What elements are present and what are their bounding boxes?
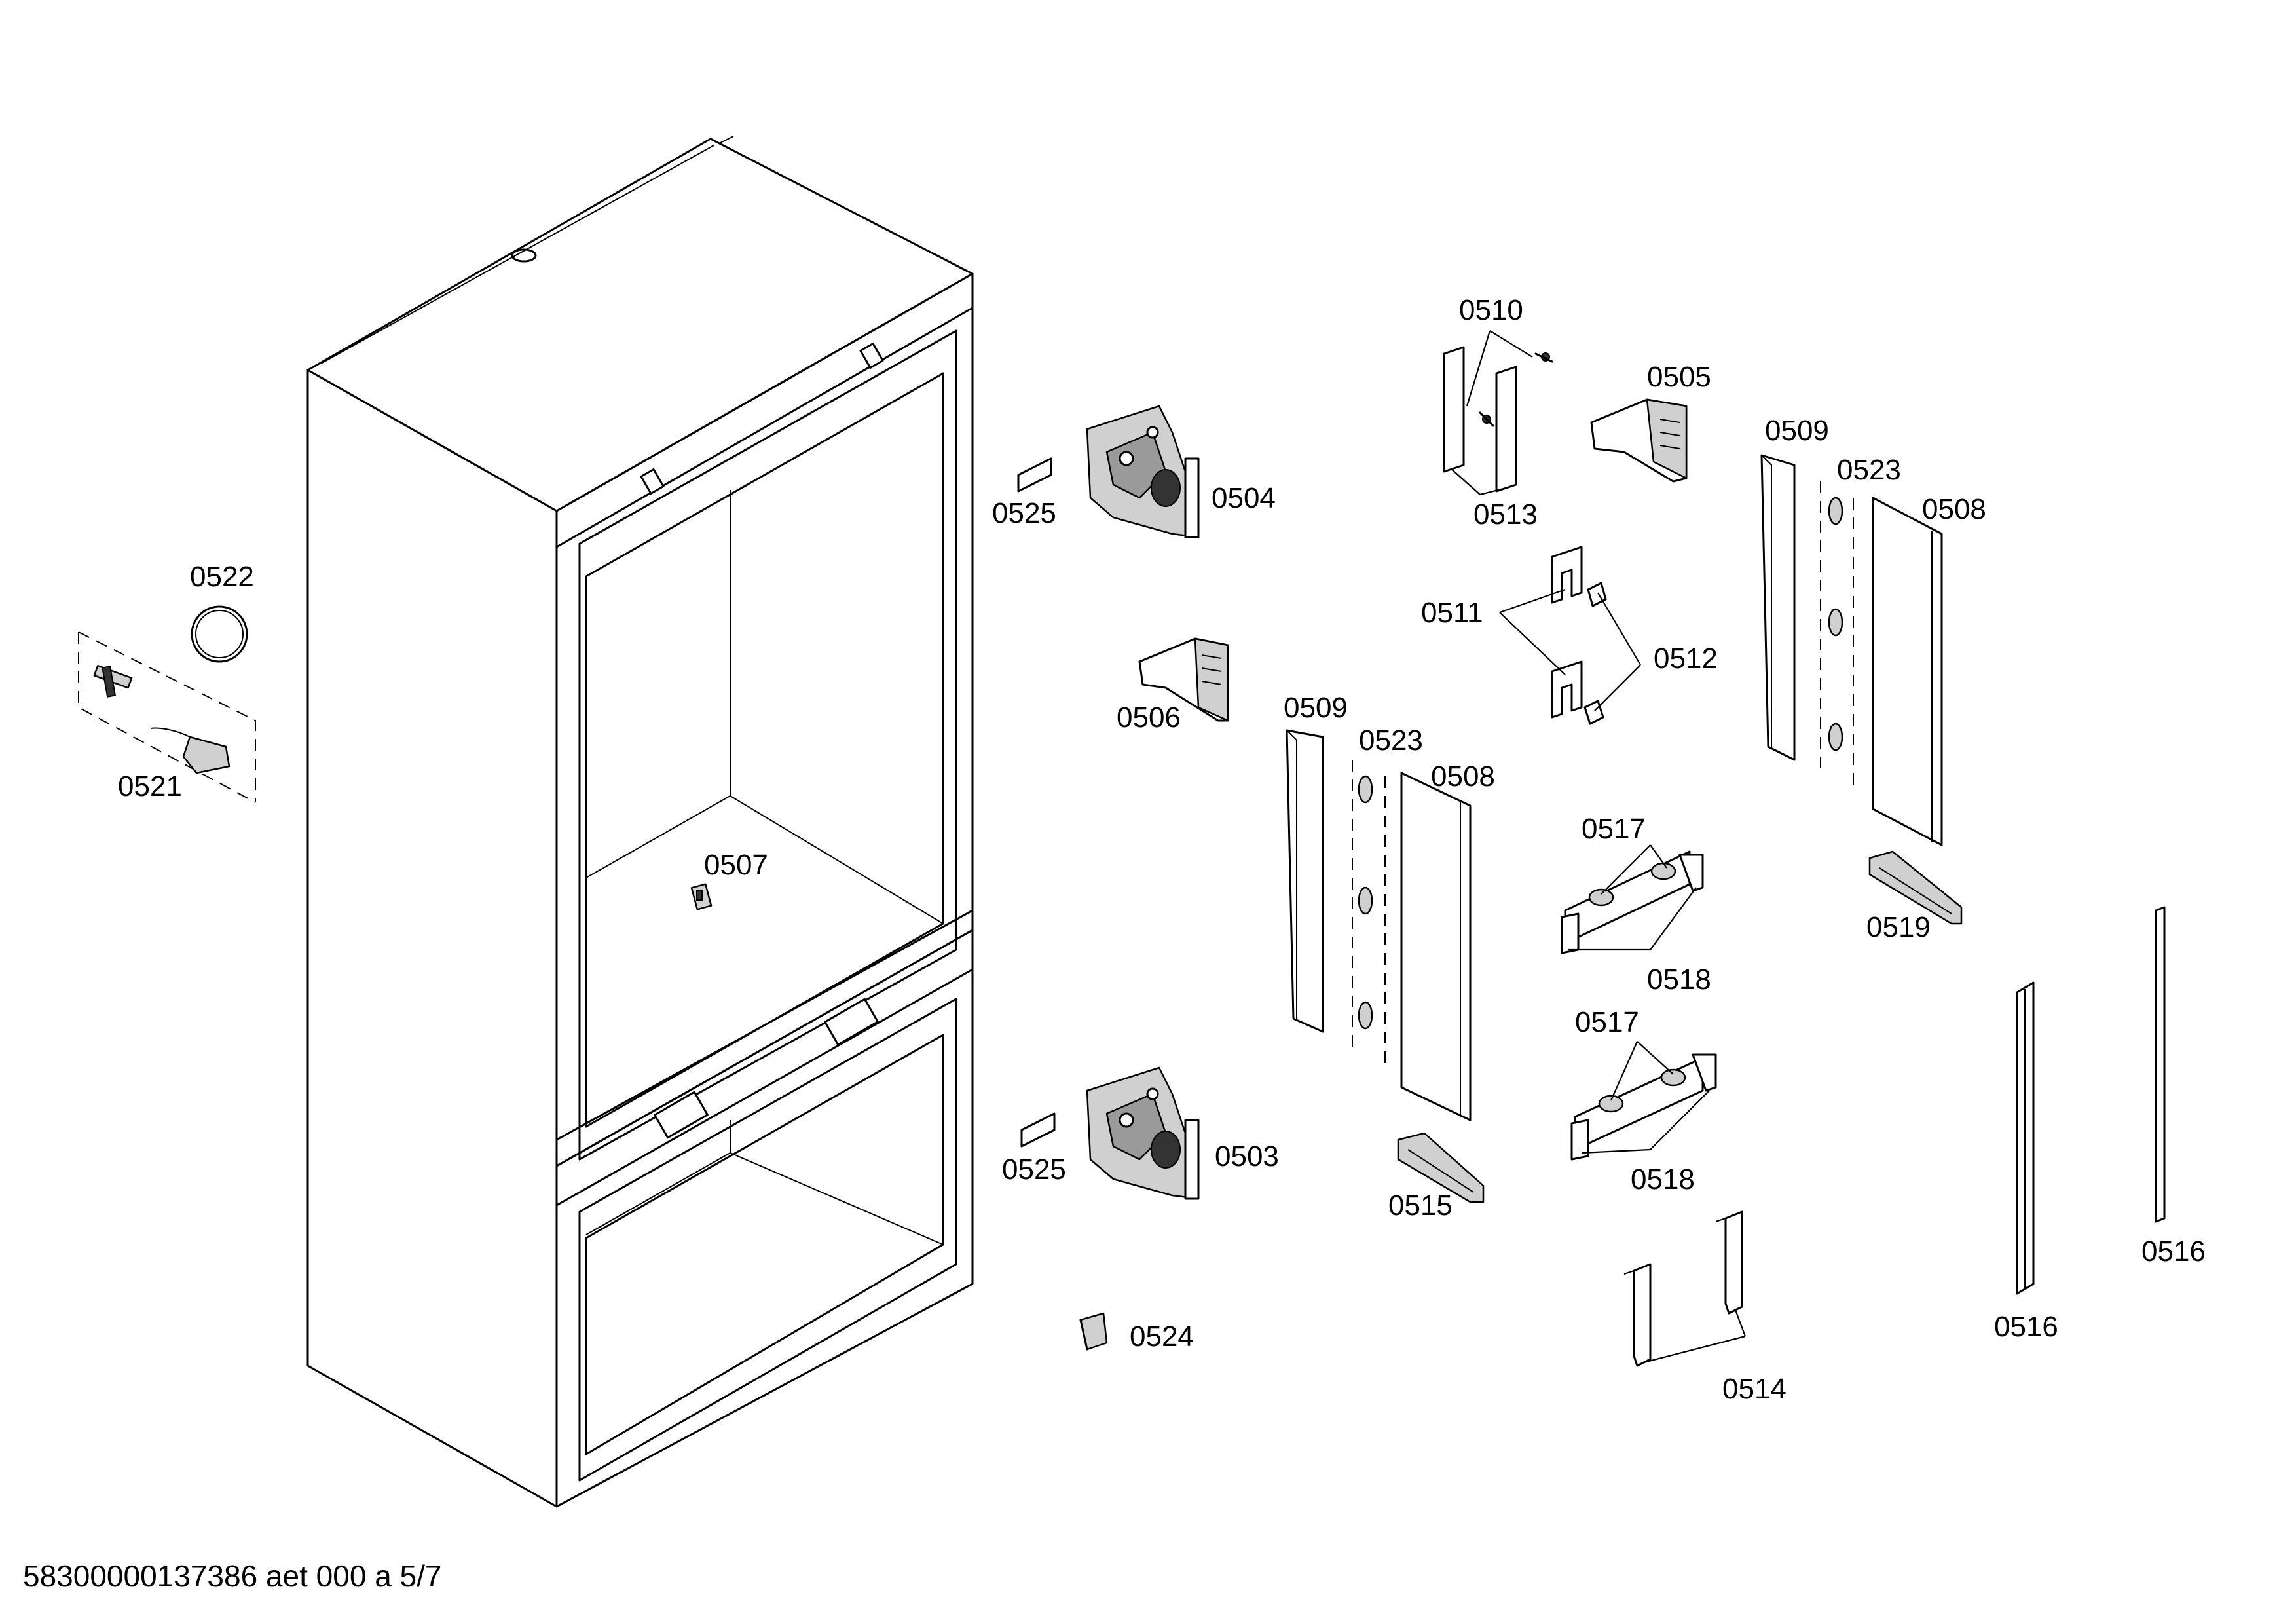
callout-0525-lower: 0525 bbox=[1002, 1154, 1066, 1186]
callout-0516-right: 0516 bbox=[2141, 1235, 2206, 1267]
part-0521-group bbox=[78, 631, 256, 803]
callout-0519: 0519 bbox=[1866, 911, 1931, 943]
callout-labels: 0510 0505 0509 0523 0508 0513 0504 0525 … bbox=[118, 294, 2206, 1405]
part-0511-brackets bbox=[1551, 546, 1583, 719]
callout-0514: 0514 bbox=[1722, 1373, 1787, 1405]
callout-0504: 0504 bbox=[1212, 482, 1276, 514]
callout-0509-left: 0509 bbox=[1284, 692, 1348, 724]
callout-0522: 0522 bbox=[190, 561, 254, 593]
callout-0512: 0512 bbox=[1654, 643, 1718, 675]
part-0516-strip-left bbox=[2016, 981, 2035, 1295]
callout-0509-right: 0509 bbox=[1765, 415, 1829, 447]
part-0516-strip-right bbox=[2155, 906, 2166, 1223]
part-0515-rail bbox=[1397, 1132, 1485, 1203]
callout-0507: 0507 bbox=[704, 849, 768, 881]
callout-0521: 0521 bbox=[118, 770, 182, 802]
callout-0518-lower: 0518 bbox=[1631, 1163, 1695, 1195]
callout-0508-left: 0508 bbox=[1431, 760, 1495, 793]
callout-0510: 0510 bbox=[1459, 294, 1523, 326]
callout-0505: 0505 bbox=[1647, 361, 1711, 393]
part-0525-upper bbox=[1017, 457, 1052, 493]
callout-0513: 0513 bbox=[1473, 498, 1538, 531]
callout-0506: 0506 bbox=[1117, 702, 1181, 734]
leader-lines bbox=[1450, 330, 1747, 1364]
callout-0517-upper: 0517 bbox=[1582, 813, 1646, 845]
part-0523-dashed-left bbox=[1352, 760, 1386, 1068]
part-0507 bbox=[690, 883, 713, 910]
part-0509-trim-left bbox=[1286, 729, 1324, 1033]
refrigerator-cabinet bbox=[306, 136, 974, 1508]
part-0505-bracket bbox=[1590, 398, 1688, 483]
part-0522-ring bbox=[191, 605, 248, 663]
part-0513-plates bbox=[1443, 346, 1553, 493]
callout-0518-upper: 0518 bbox=[1647, 964, 1711, 996]
callout-0515: 0515 bbox=[1388, 1190, 1453, 1222]
part-0517-lower bbox=[1570, 1053, 1717, 1161]
callout-0517-lower: 0517 bbox=[1575, 1006, 1639, 1038]
document-id: 58300000137386 aet 000 a 5/7 bbox=[23, 1559, 442, 1593]
part-0503-hinge bbox=[1086, 1066, 1200, 1200]
part-0524-clip bbox=[1079, 1312, 1108, 1351]
callout-0523-left: 0523 bbox=[1359, 724, 1423, 757]
callout-0525-upper: 0525 bbox=[992, 497, 1056, 529]
part-0519-rail bbox=[1868, 850, 1963, 925]
part-0506-bracket bbox=[1138, 637, 1229, 722]
callout-0523-right: 0523 bbox=[1837, 454, 1901, 486]
callout-0508-right: 0508 bbox=[1922, 493, 1986, 525]
part-0508-panel-right bbox=[1872, 497, 1943, 846]
part-0523-dashed-right bbox=[1820, 481, 1854, 786]
part-0508-panel-left bbox=[1400, 772, 1472, 1121]
part-0525-lower bbox=[1020, 1112, 1056, 1148]
part-0514-brackets bbox=[1623, 1210, 1743, 1367]
callout-0516-left: 0516 bbox=[1994, 1311, 2058, 1343]
callout-0503: 0503 bbox=[1215, 1140, 1279, 1173]
part-0509-trim-right bbox=[1760, 454, 1796, 761]
callout-0524: 0524 bbox=[1130, 1321, 1194, 1353]
callout-0511: 0511 bbox=[1421, 597, 1483, 629]
part-0517-upper bbox=[1561, 850, 1704, 954]
part-0504-hinge bbox=[1086, 405, 1200, 538]
